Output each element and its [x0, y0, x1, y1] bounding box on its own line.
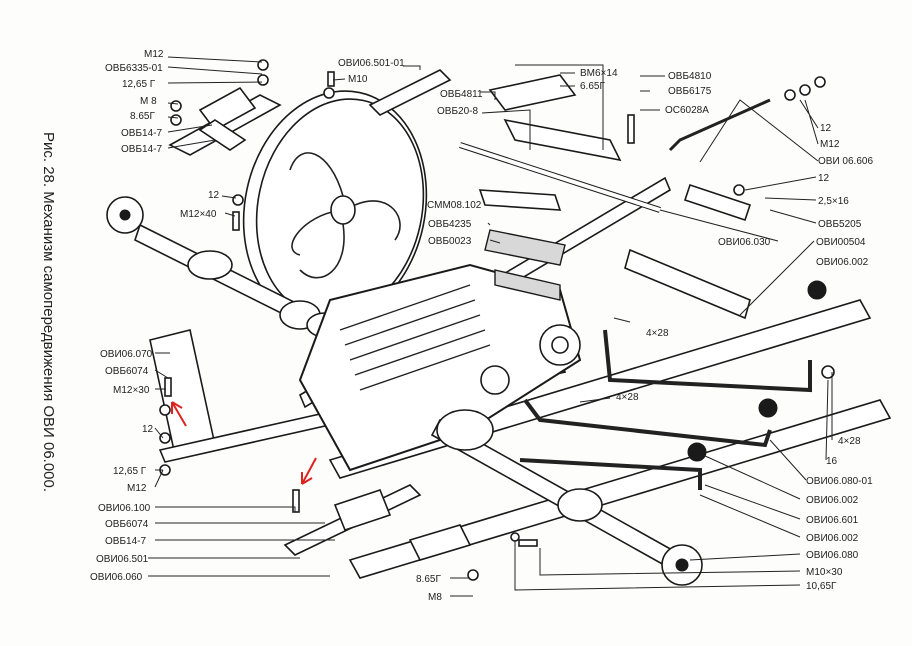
part-labels: М12 ОВБ6335-01 12,65 Г М 8 8.65Г ОВБ14-7… [90, 49, 873, 603]
label-ovi06-501: ОВИ06.501 [96, 554, 149, 565]
label-m10: М10 [348, 74, 368, 85]
label-ovi06-080-01: ОВИ06.080-01 [806, 476, 873, 487]
label-m12x40: М12×40 [180, 209, 217, 220]
lower-clamp-bracket [283, 484, 472, 561]
label-ovi06-060: ОВИ06.060 [90, 572, 143, 583]
figure-caption: Рис. 28. Механизм самопередвижения ОВИ 0… [40, 132, 57, 492]
label-12-mid: 12 [208, 190, 220, 201]
label-16: 16 [826, 456, 838, 467]
nuts-washers [159, 59, 835, 581]
label-m8-low: М8 [428, 592, 442, 603]
label-vm6x14: ВМ6×14 [580, 68, 618, 79]
top-rail-plate [368, 69, 452, 116]
label-ovb6074-b: ОВБ6074 [105, 519, 149, 530]
label-ovb0023: ОВБ0023 [428, 236, 472, 247]
label-12-right: 12 [820, 123, 832, 134]
label-os6028a: ОС6028А [665, 105, 709, 116]
label-m12-low: М12 [127, 483, 147, 494]
large-pulley [242, 90, 428, 326]
label-ovb20-8: ОВБ20-8 [437, 106, 478, 117]
label-6-65g: 6.65Г [580, 81, 605, 92]
label-ovb4235: ОВБ4235 [428, 219, 472, 230]
label-ovb14-7-a: ОВБ14-7 [121, 128, 162, 139]
label-ovi06-030: ОВИ06.030 [718, 237, 771, 248]
label-8-65g-low: 8.65Г [416, 574, 441, 585]
label-ovi06-100: ОВИ06.100 [98, 503, 151, 514]
label-ovb6335-01: ОВБ6335-01 [105, 63, 163, 74]
label-pin-4x28-a: 4×28 [646, 328, 669, 339]
label-ovi06-002-c: ОВИ06.002 [806, 533, 859, 544]
label-ovb4810: ОВБ4810 [668, 71, 712, 82]
label-ovi00504: ОВИ00504 [816, 237, 866, 248]
label-smm08-102: СММ08.102 [427, 200, 482, 211]
label-ovi06-002-b: ОВИ06.002 [806, 495, 859, 506]
label-ovi06-601: ОВИ06.601 [806, 515, 859, 526]
label-pin-4x28-c: 4×28 [838, 436, 861, 447]
leader-lines [148, 56, 833, 597]
label-ovb6175: ОВБ6175 [668, 86, 712, 97]
label-ovb5205: ОВБ5205 [818, 219, 862, 230]
bolts [164, 71, 635, 547]
output-shaft-assembly [430, 409, 703, 586]
label-ovi06-080: ОВИ06.080 [806, 550, 859, 561]
gearbox-housing [298, 263, 582, 472]
label-10-65g: 10,65Г [806, 581, 837, 592]
input-shaft-assembly [106, 196, 344, 338]
label-m8-top: М 8 [140, 96, 157, 107]
red-annotation-arrow-left [171, 401, 187, 427]
label-pin-2-5x16: 2,5×16 [818, 196, 849, 207]
cover-plates [478, 74, 752, 320]
label-8-65g-top: 8.65Г [130, 111, 155, 122]
label-ovi06-070: ОВИ06.070 [100, 349, 153, 360]
ball-knobs [687, 280, 827, 462]
control-rods [459, 98, 812, 490]
label-12-65g-top: 12,65 Г [122, 79, 156, 90]
label-12-r2: 12 [818, 173, 830, 184]
upper-clamp-bracket [168, 86, 282, 156]
label-ovb4811: ОВБ4811 [440, 89, 483, 100]
label-pin-4x28-b: 4×28 [616, 392, 639, 403]
label-m12x30: М12×30 [113, 385, 150, 396]
label-ovb6074-a: ОВБ6074 [105, 366, 149, 377]
label-12-65g-low: 12,65 Г [113, 466, 147, 477]
label-m12-top: М12 [144, 49, 164, 60]
label-m12-right: М12 [820, 139, 840, 150]
label-ovi06-606: ОВИ 06.606 [818, 156, 873, 167]
label-ovb14-7-b: ОВБ14-7 [121, 144, 162, 155]
label-ovb14-7-c: ОВБ14-7 [105, 536, 146, 547]
label-12-left: 12 [142, 424, 154, 435]
label-ovi06-002-top: ОВИ06.002 [816, 257, 869, 268]
red-annotation-arrow-lower [301, 457, 317, 485]
label-ovi06-501-01: ОВИ06.501-01 [338, 58, 405, 69]
label-m10x30: М10×30 [806, 567, 843, 578]
